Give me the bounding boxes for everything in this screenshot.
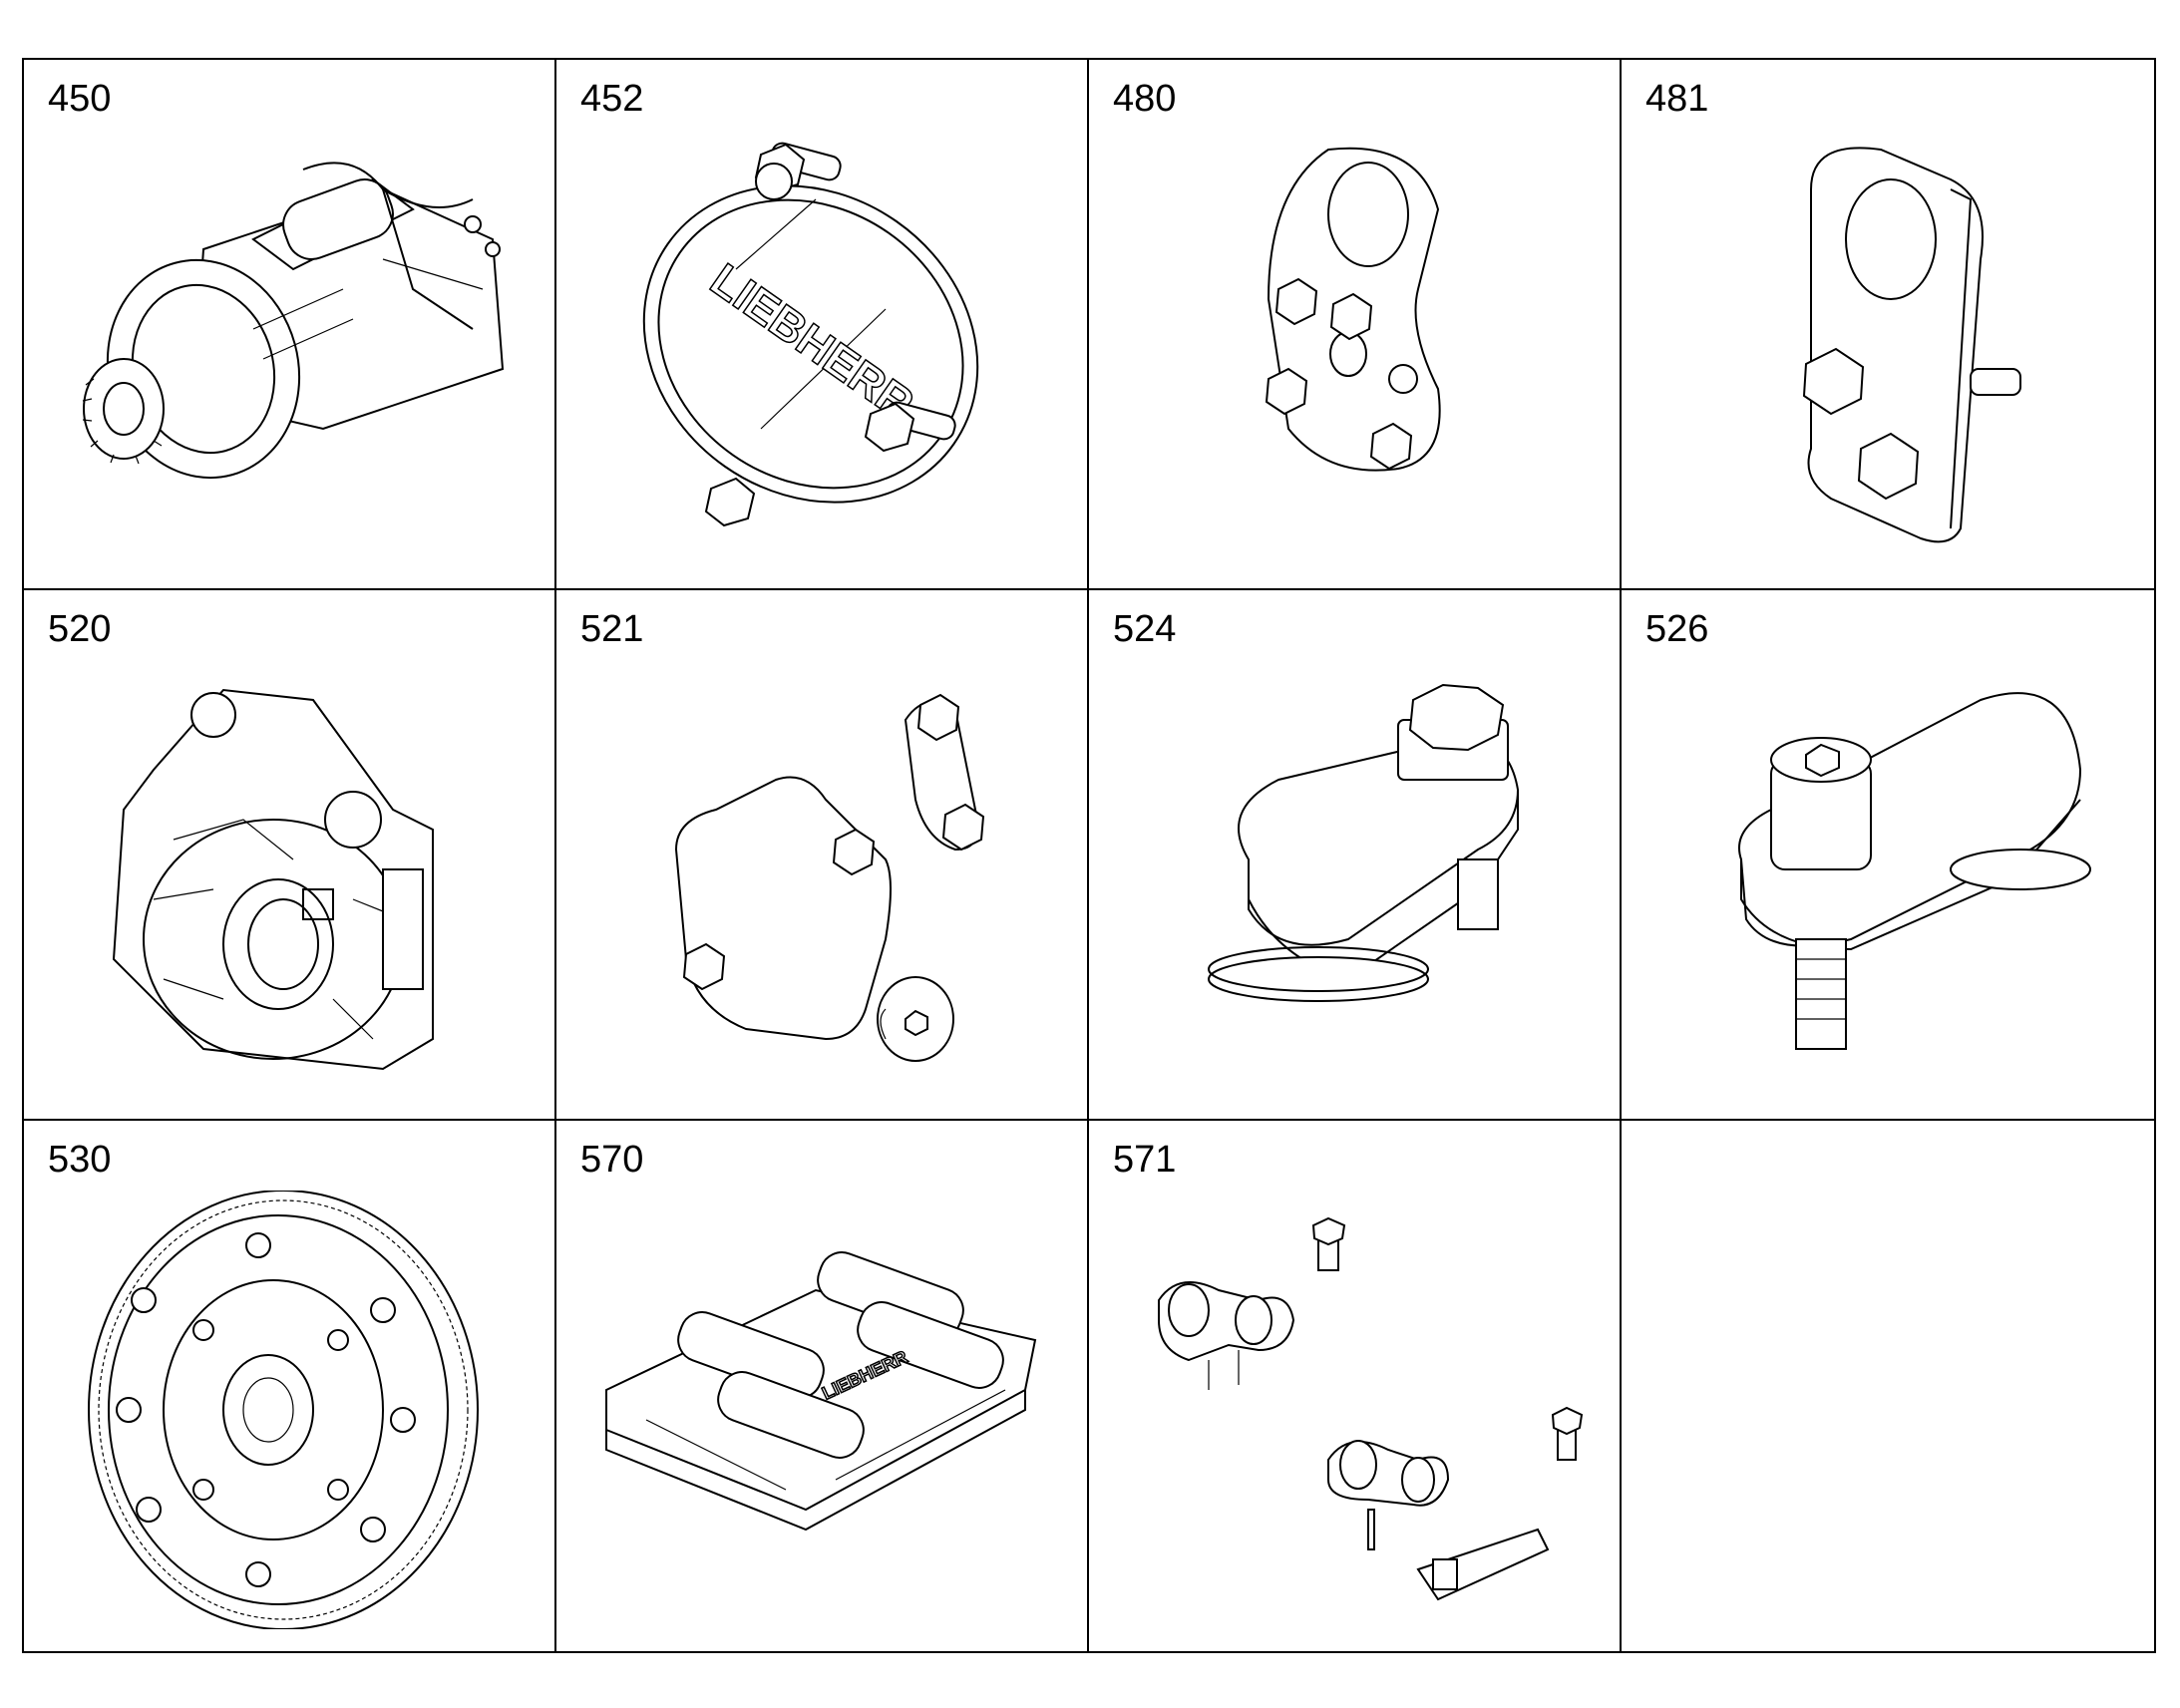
empty-cell [1622,1121,2154,1651]
part-cell-452[interactable]: 452 LIEBHERR [556,60,1089,590]
parts-table: 450 452 [22,58,2156,1653]
part-cell-481[interactable]: 481 [1622,60,2154,590]
part-number: 481 [1645,78,1709,120]
part-cell-571[interactable]: 571 [1089,1121,1622,1651]
part-number: 524 [1113,608,1177,650]
part-cell-570[interactable]: 570 LIEBHERR [556,1121,1089,1651]
flywheel-housing-icon [54,660,523,1099]
part-number: 526 [1645,608,1709,650]
flywheel-ring-gear-icon [54,1191,523,1629]
part-cell-480[interactable]: 480 [1089,60,1622,590]
part-number: 571 [1113,1139,1177,1181]
part-cell-450[interactable]: 450 [24,60,556,590]
bracket-two-bolt-icon [1651,130,2120,568]
starter-motor-icon [54,130,523,568]
part-number: 520 [48,608,112,650]
cam-plate-socket-screw-icon [1651,660,2120,1099]
part-number: 450 [48,78,112,120]
clamps-screws-icon [1119,1191,1588,1629]
part-number: 452 [580,78,644,120]
part-cell-530[interactable]: 530 [24,1121,556,1651]
part-number: 530 [48,1139,112,1181]
cover-plate-logo-icon: LIEBHERR [586,130,1055,568]
part-cell-526[interactable]: 526 [1622,590,2154,1121]
part-number: 570 [580,1139,644,1181]
part-number: 521 [580,608,644,650]
part-cell-524[interactable]: 524 [1089,590,1622,1121]
part-cell-520[interactable]: 520 [24,590,556,1121]
cam-plate-hex-bolt-icon [1119,660,1588,1099]
part-number: 480 [1113,78,1177,120]
bracket-multi-bolt-icon [1119,130,1588,568]
valve-block-icon: LIEBHERR [586,1191,1055,1629]
part-cell-521[interactable]: 521 [556,590,1089,1121]
cover-plates-screws-icon [586,660,1055,1099]
